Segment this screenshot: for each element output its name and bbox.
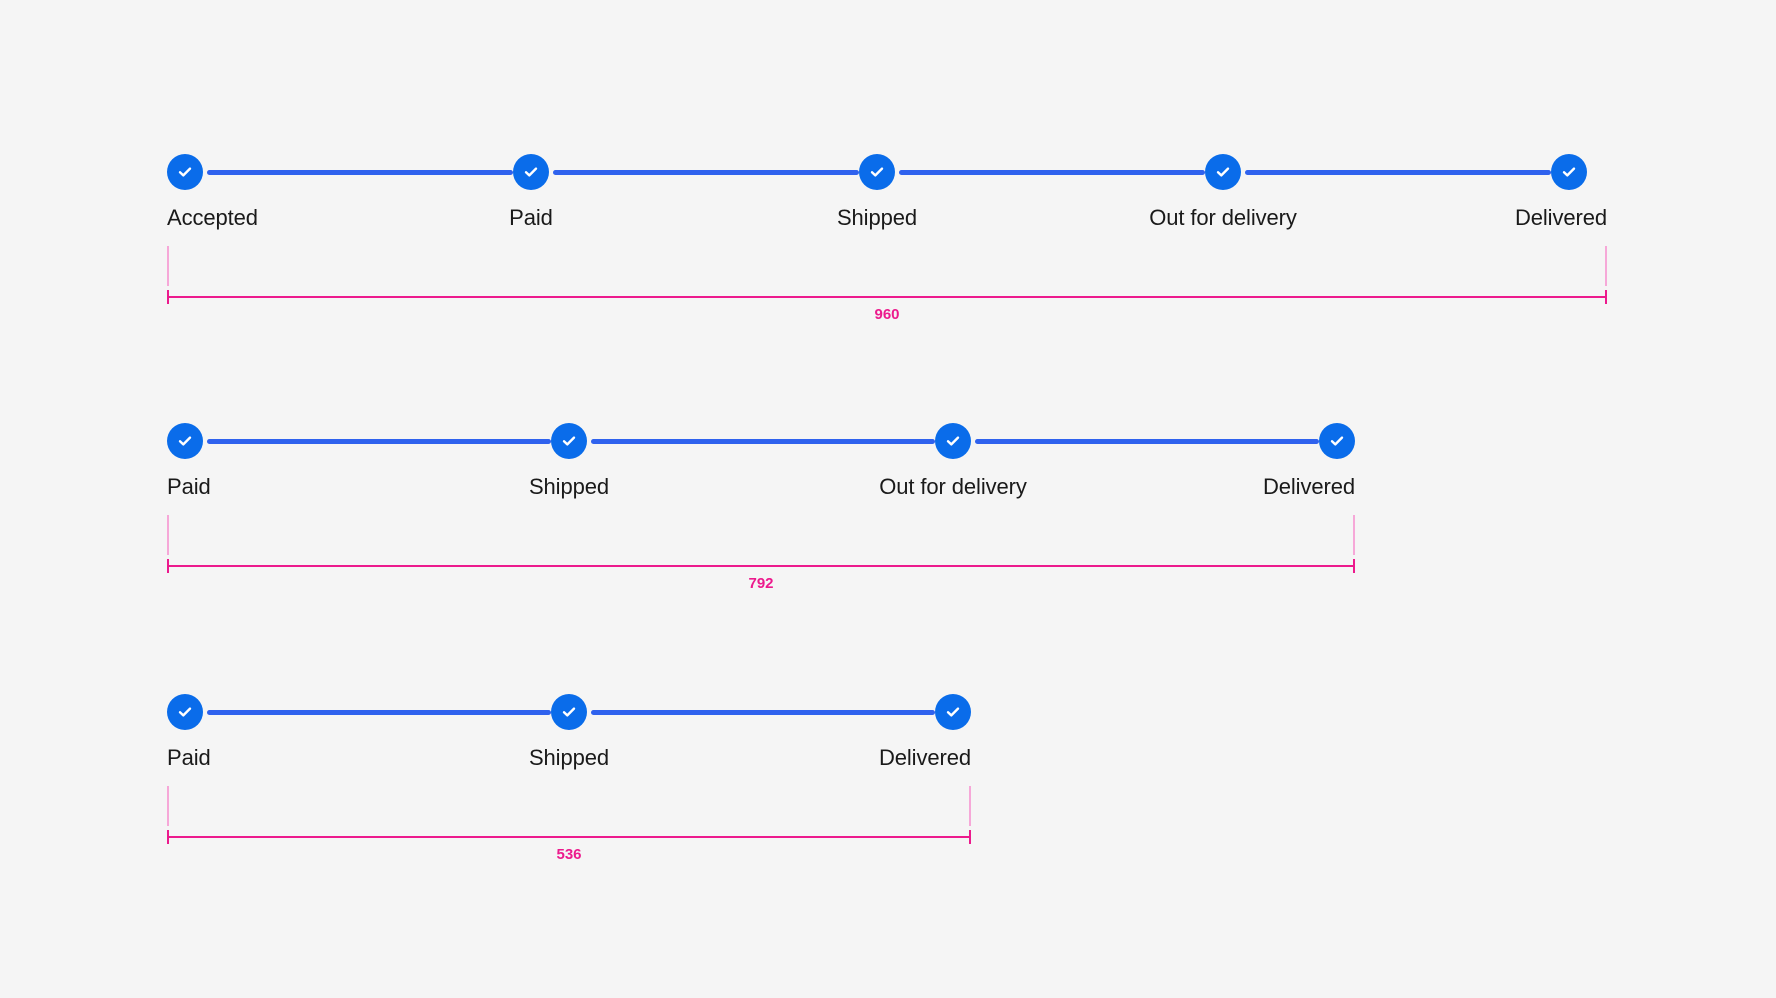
- connector-segment: [553, 169, 859, 175]
- check-icon: [1560, 163, 1578, 181]
- dimension-cap-left: [167, 290, 169, 304]
- dimension-extension-left: [167, 515, 169, 555]
- dimension-extension-left: [167, 246, 169, 286]
- step-node-paid[interactable]: [513, 154, 549, 190]
- dimension-cap-left: [167, 830, 169, 844]
- stepper-track: [167, 417, 1355, 465]
- step-label-delivered: Delivered: [1262, 474, 1355, 499]
- dimension-extension-left: [167, 786, 169, 826]
- dimension-line: [167, 296, 1607, 298]
- stepper-5-steps: Accepted Paid Shipped Out for delivery D…: [167, 148, 1607, 323]
- connector-segment: [207, 169, 513, 175]
- step-label-accepted: Accepted: [167, 205, 258, 230]
- step-label-paid: Paid: [167, 474, 211, 499]
- dimension-cap-right: [1353, 559, 1355, 573]
- check-icon: [176, 703, 194, 721]
- connector-segment: [207, 438, 551, 444]
- step-node-out-for-delivery[interactable]: [1205, 154, 1241, 190]
- step-node-shipped[interactable]: [859, 154, 895, 190]
- connector-segment: [899, 169, 1205, 175]
- step-label-paid: Paid: [509, 205, 553, 230]
- step-node-delivered[interactable]: [1551, 154, 1587, 190]
- dimension-extension-right: [969, 786, 971, 826]
- stepper-4-steps: Paid Shipped Out for delivery Delivered …: [167, 417, 1355, 592]
- step-node-delivered[interactable]: [935, 694, 971, 730]
- step-label-shipped: Shipped: [528, 474, 610, 499]
- step-node-paid[interactable]: [167, 694, 203, 730]
- step-node-delivered[interactable]: [1319, 423, 1355, 459]
- step-label-shipped: Shipped: [836, 205, 918, 230]
- step-label-paid: Paid: [167, 745, 211, 770]
- dimension-value: 536: [556, 846, 582, 863]
- step-node-paid[interactable]: [167, 423, 203, 459]
- check-icon: [560, 432, 578, 450]
- connector-segment: [591, 709, 935, 715]
- step-node-shipped[interactable]: [551, 694, 587, 730]
- stepper-track: [167, 688, 971, 736]
- dimension-extension-right: [1353, 515, 1355, 555]
- dimension-value: 960: [874, 306, 900, 323]
- dimension-cap-right: [969, 830, 971, 844]
- step-node-out-for-delivery[interactable]: [935, 423, 971, 459]
- check-icon: [522, 163, 540, 181]
- dimension-cap-right: [1605, 290, 1607, 304]
- check-icon: [176, 163, 194, 181]
- check-icon: [944, 432, 962, 450]
- step-label-shipped: Shipped: [528, 745, 610, 770]
- dimension-line: [167, 836, 971, 838]
- step-label-out-for-delivery: Out for delivery: [1149, 205, 1297, 230]
- step-label-out-for-delivery: Out for delivery: [879, 474, 1027, 499]
- step-node-shipped[interactable]: [551, 423, 587, 459]
- connector-segment: [1245, 169, 1551, 175]
- stepper-3-steps: Paid Shipped Delivered 536: [167, 688, 971, 863]
- connector-segment: [975, 438, 1319, 444]
- stepper-track: [167, 148, 1607, 196]
- check-icon: [1328, 432, 1346, 450]
- check-icon: [1214, 163, 1232, 181]
- step-node-accepted[interactable]: [167, 154, 203, 190]
- check-icon: [560, 703, 578, 721]
- connector-segment: [207, 709, 551, 715]
- connector-segment: [591, 438, 935, 444]
- dimension-cap-left: [167, 559, 169, 573]
- check-icon: [944, 703, 962, 721]
- check-icon: [176, 432, 194, 450]
- step-label-delivered: Delivered: [1514, 205, 1607, 230]
- check-icon: [868, 163, 886, 181]
- dimension-line: [167, 565, 1355, 567]
- dimension-value: 792: [748, 575, 774, 592]
- step-label-delivered: Delivered: [878, 745, 971, 770]
- dimension-extension-right: [1605, 246, 1607, 286]
